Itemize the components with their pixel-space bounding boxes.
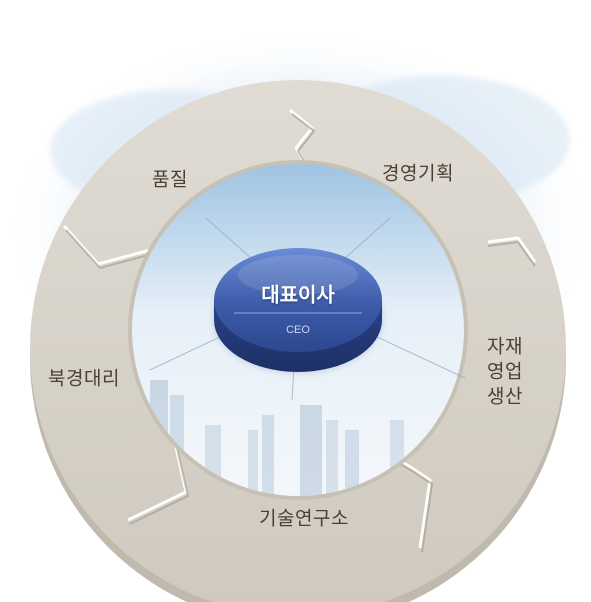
ceo-button[interactable] xyxy=(214,248,382,352)
segment-planning-label[interactable]: 경영기획 xyxy=(382,162,454,185)
ceo-subtitle: CEO xyxy=(286,324,310,336)
segment-materials-label[interactable]: 자재 영업 생산 xyxy=(487,335,523,408)
ceo-title: 대표이사 xyxy=(261,282,335,307)
segment-quality-label[interactable]: 품질 xyxy=(152,168,188,191)
segment-rnd-label[interactable]: 기술연구소 xyxy=(259,507,349,530)
segment-branch-label[interactable]: 북경대리 xyxy=(48,367,120,390)
